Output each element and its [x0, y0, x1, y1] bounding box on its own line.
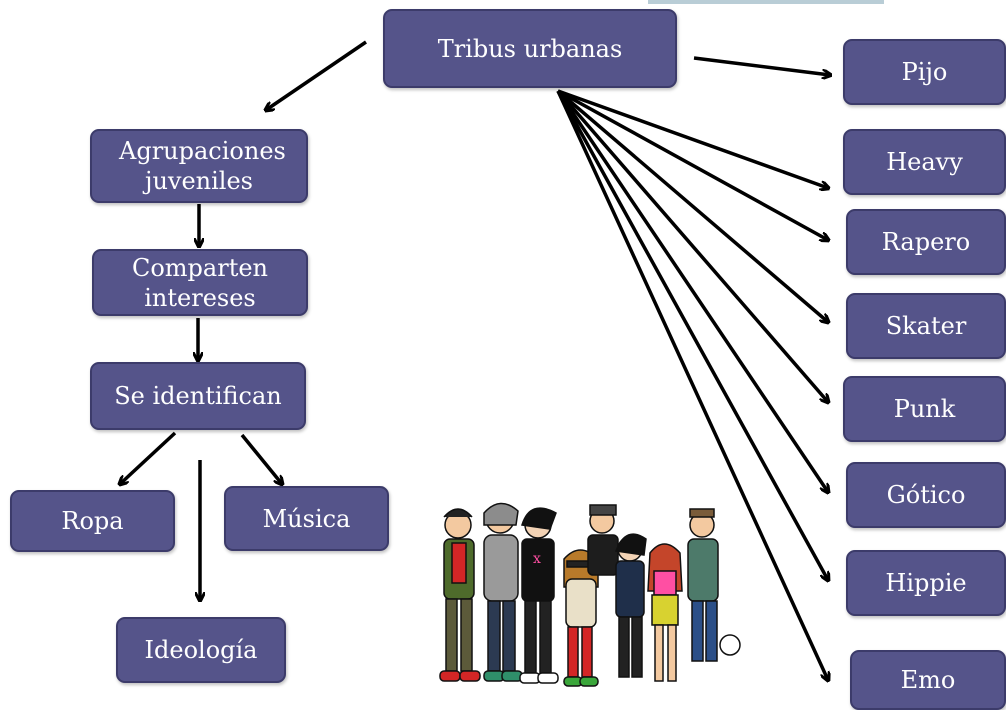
node-emo: Emo [850, 650, 1006, 710]
node-musica: Música [224, 486, 389, 551]
svg-text:x: x [533, 551, 541, 567]
arrow-root-to-skater [556, 89, 828, 322]
node-pijo: Pijo [843, 39, 1006, 105]
node-gotico: Gótico [846, 462, 1006, 528]
node-comparten-intereses: Comparten intereses [92, 249, 308, 316]
arrow-root-to-pijo [693, 56, 830, 75]
arrow-root-to-emo [556, 90, 828, 680]
node-heavy: Heavy [843, 129, 1006, 195]
arrow-root-to-hippie [556, 90, 828, 580]
urban-tribes-illustration: x [439, 502, 741, 687]
root-node-tribus-urbanas: Tribus urbanas [383, 9, 677, 88]
node-rapero: Rapero [846, 209, 1006, 275]
node-skater: Skater [846, 293, 1006, 359]
arrow-root-to-gotico [556, 90, 828, 492]
node-ropa: Ropa [10, 490, 175, 552]
arrow-identifican-to-ropa [120, 431, 177, 484]
arrow-root-to-rapero [557, 89, 828, 240]
arrow-root-to-heavy [557, 89, 828, 188]
node-agrupaciones-juveniles: Agrupaciones juveniles [90, 129, 308, 203]
arrow-root-to-punk [556, 89, 828, 402]
top-accent-bar [648, 0, 884, 4]
node-punk: Punk [843, 376, 1006, 442]
node-ideologia: Ideología [116, 617, 286, 683]
node-se-identifican: Se identifican [90, 362, 306, 430]
arrow-root-to-agrupaciones [266, 40, 367, 110]
node-hippie: Hippie [846, 550, 1006, 616]
arrow-identifican-to-musica [240, 433, 282, 484]
